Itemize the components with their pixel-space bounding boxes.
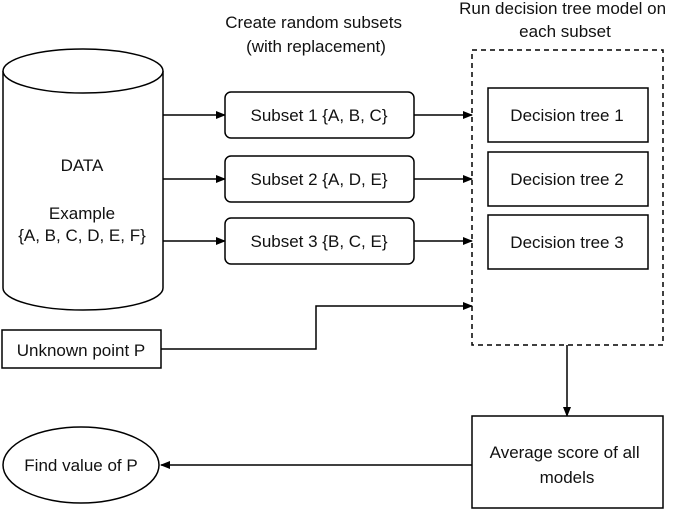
- data-example-set: {A, B, C, D, E, F}: [18, 226, 146, 245]
- data-cylinder: DATA Example {A, B, C, D, E, F}: [2, 48, 164, 311]
- unknown-point-box: Unknown point P: [1, 329, 162, 369]
- decision-tree-label-1: Decision tree 1: [510, 106, 623, 125]
- average-score-label: Average score of all models: [490, 443, 645, 487]
- decision-tree-label-2: Decision tree 2: [510, 170, 623, 189]
- subset-label-2: Subset 2 {A, D, E}: [250, 170, 387, 189]
- model-heading: Run decision tree model on each subset: [459, 0, 671, 41]
- average-score-line-2: models: [540, 468, 595, 487]
- decision-tree-label-3: Decision tree 3: [510, 233, 623, 252]
- subset-box-2: Subset 2 {A, D, E}: [224, 155, 415, 203]
- subsets-heading-line-1: Create random subsets: [225, 13, 402, 32]
- subsets-heading: Create random subsets (with replacement): [225, 13, 406, 56]
- data-title: DATA: [61, 156, 104, 175]
- average-score-box: Average score of all models: [471, 415, 664, 509]
- average-score-line-1: Average score of all: [490, 443, 640, 462]
- subset-box-3: Subset 3 {B, C, E}: [224, 217, 415, 265]
- result-label: Find value of P: [24, 456, 137, 475]
- model-heading-line-2: each subset: [519, 22, 611, 41]
- subset-label-3: Subset 3 {B, C, E}: [250, 232, 387, 251]
- subset-box-1: Subset 1 {A, B, C}: [224, 91, 415, 139]
- subsets-heading-line-2: (with replacement): [246, 37, 386, 56]
- arrow-unknown-point-to-trees: [161, 302, 473, 350]
- decision-tree-box-1: Decision tree 1: [487, 87, 649, 143]
- data-example-label: Example: [49, 204, 115, 223]
- subset-label-1: Subset 1 {A, B, C}: [250, 106, 387, 125]
- model-heading-line-1: Run decision tree model on: [459, 0, 666, 18]
- unknown-point-label: Unknown point P: [17, 341, 146, 360]
- decision-tree-box-2: Decision tree 2: [487, 151, 649, 207]
- decision-tree-box-3: Decision tree 3: [487, 214, 649, 270]
- result-ellipse: Find value of P: [2, 426, 160, 504]
